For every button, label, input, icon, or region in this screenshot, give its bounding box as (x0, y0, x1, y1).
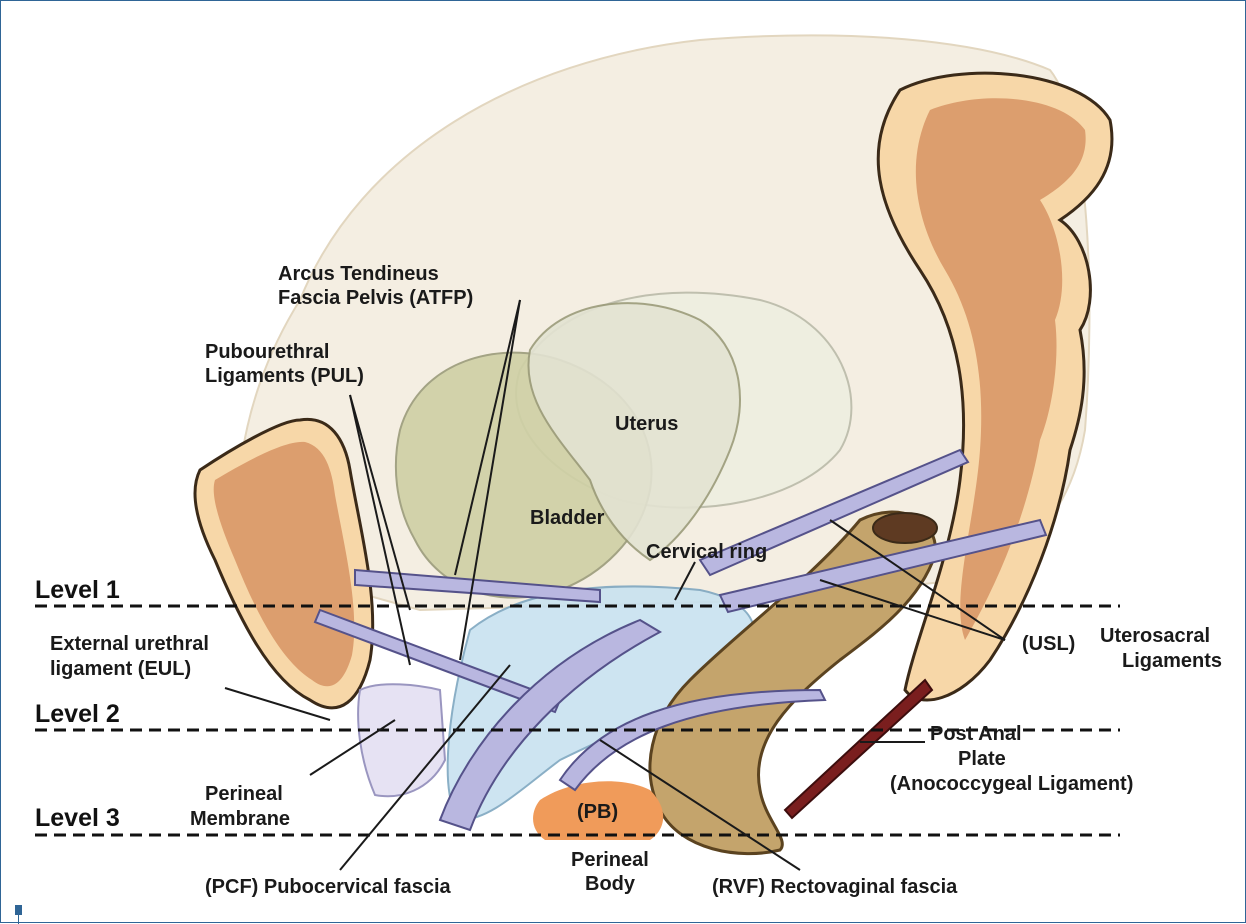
pb-label: (PB) (577, 801, 618, 823)
usl-abbr-label: (USL) (1022, 633, 1075, 655)
eul-label-line2: ligament (EUL) (50, 658, 191, 680)
usl-label-line2: Ligaments (1122, 650, 1222, 672)
perineal-membrane-shape (358, 684, 445, 796)
rvf-label: (RVF) Rectovaginal fascia (712, 876, 958, 898)
corner-marker (15, 905, 22, 915)
perineal-body-label-line2: Body (585, 873, 636, 895)
bladder-label: Bladder (530, 507, 605, 529)
level2-label: Level 2 (35, 700, 120, 728)
post-anal-label-line1: Post Anal (930, 723, 1022, 745)
atfp-label-line2: Fascia Pelvis (ATFP) (278, 287, 473, 309)
eul-label-line1: External urethral (50, 633, 209, 655)
perineal-membrane-label-line1: Perineal (205, 783, 283, 805)
pul-label-line1: Pubourethral (205, 341, 329, 363)
pcf-label: (PCF) Pubocervical fascia (205, 876, 452, 898)
perineal-membrane-label-line2: Membrane (190, 808, 290, 830)
rectum-lumen (873, 513, 937, 543)
post-anal-label-line2: Plate (958, 748, 1006, 770)
post-anal-label-line3: (Anococcygeal Ligament) (890, 773, 1133, 795)
usl-label-line1: Uterosacral (1100, 625, 1210, 647)
atfp-label-line1: Arcus Tendineus (278, 263, 439, 285)
level1-label: Level 1 (35, 576, 120, 604)
perineal-body-label-line1: Perineal (571, 849, 649, 871)
uterus-label: Uterus (615, 413, 678, 435)
pul-label-line2: Ligaments (PUL) (205, 365, 364, 387)
level3-label: Level 3 (35, 804, 120, 832)
cervical-ring-label: Cervical ring (646, 541, 767, 563)
